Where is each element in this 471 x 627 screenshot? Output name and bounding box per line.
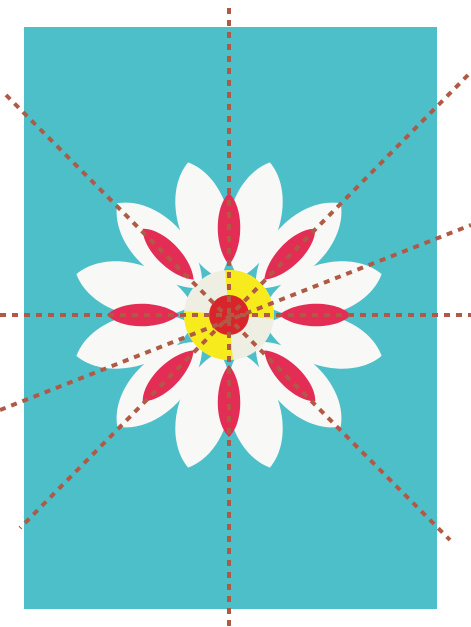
flower-symmetry-diagram [0,0,471,627]
